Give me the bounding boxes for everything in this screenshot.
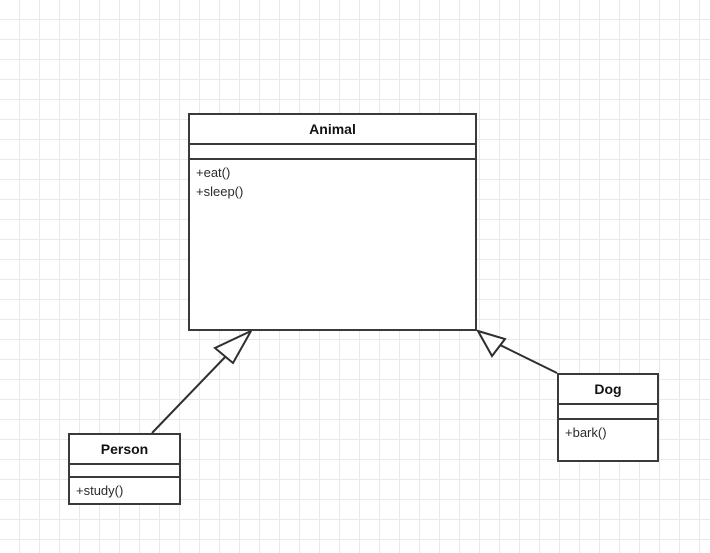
generalization-line-person [151, 353, 229, 434]
generalization-dog-to-animal[interactable] [475, 329, 558, 374]
method-item: +study() [76, 483, 124, 498]
generalization-person-to-animal[interactable] [151, 328, 254, 434]
hollow-triangle-arrowhead-dog [475, 329, 507, 358]
class-title-animal: Animal [190, 115, 475, 145]
uml-class-dog[interactable]: Dog +bark() [557, 373, 659, 462]
uml-class-animal[interactable]: Animal +eat() +sleep() [188, 113, 477, 331]
hollow-triangle-arrowhead-person [213, 328, 254, 365]
method-item: +bark() [565, 425, 607, 440]
class-methods-person: +study() [70, 478, 179, 503]
class-title-dog: Dog [559, 375, 657, 405]
uml-class-person[interactable]: Person +study() [68, 433, 181, 505]
method-item: +eat() [196, 165, 231, 180]
class-attributes-animal [190, 145, 475, 160]
class-methods-animal: +eat() +sleep() [190, 160, 475, 329]
class-methods-dog: +bark() [559, 420, 657, 460]
generalization-line-dog [499, 344, 558, 374]
class-title-person: Person [70, 435, 179, 465]
method-item: +sleep() [196, 183, 244, 199]
class-attributes-person [70, 465, 179, 478]
class-attributes-dog [559, 405, 657, 420]
